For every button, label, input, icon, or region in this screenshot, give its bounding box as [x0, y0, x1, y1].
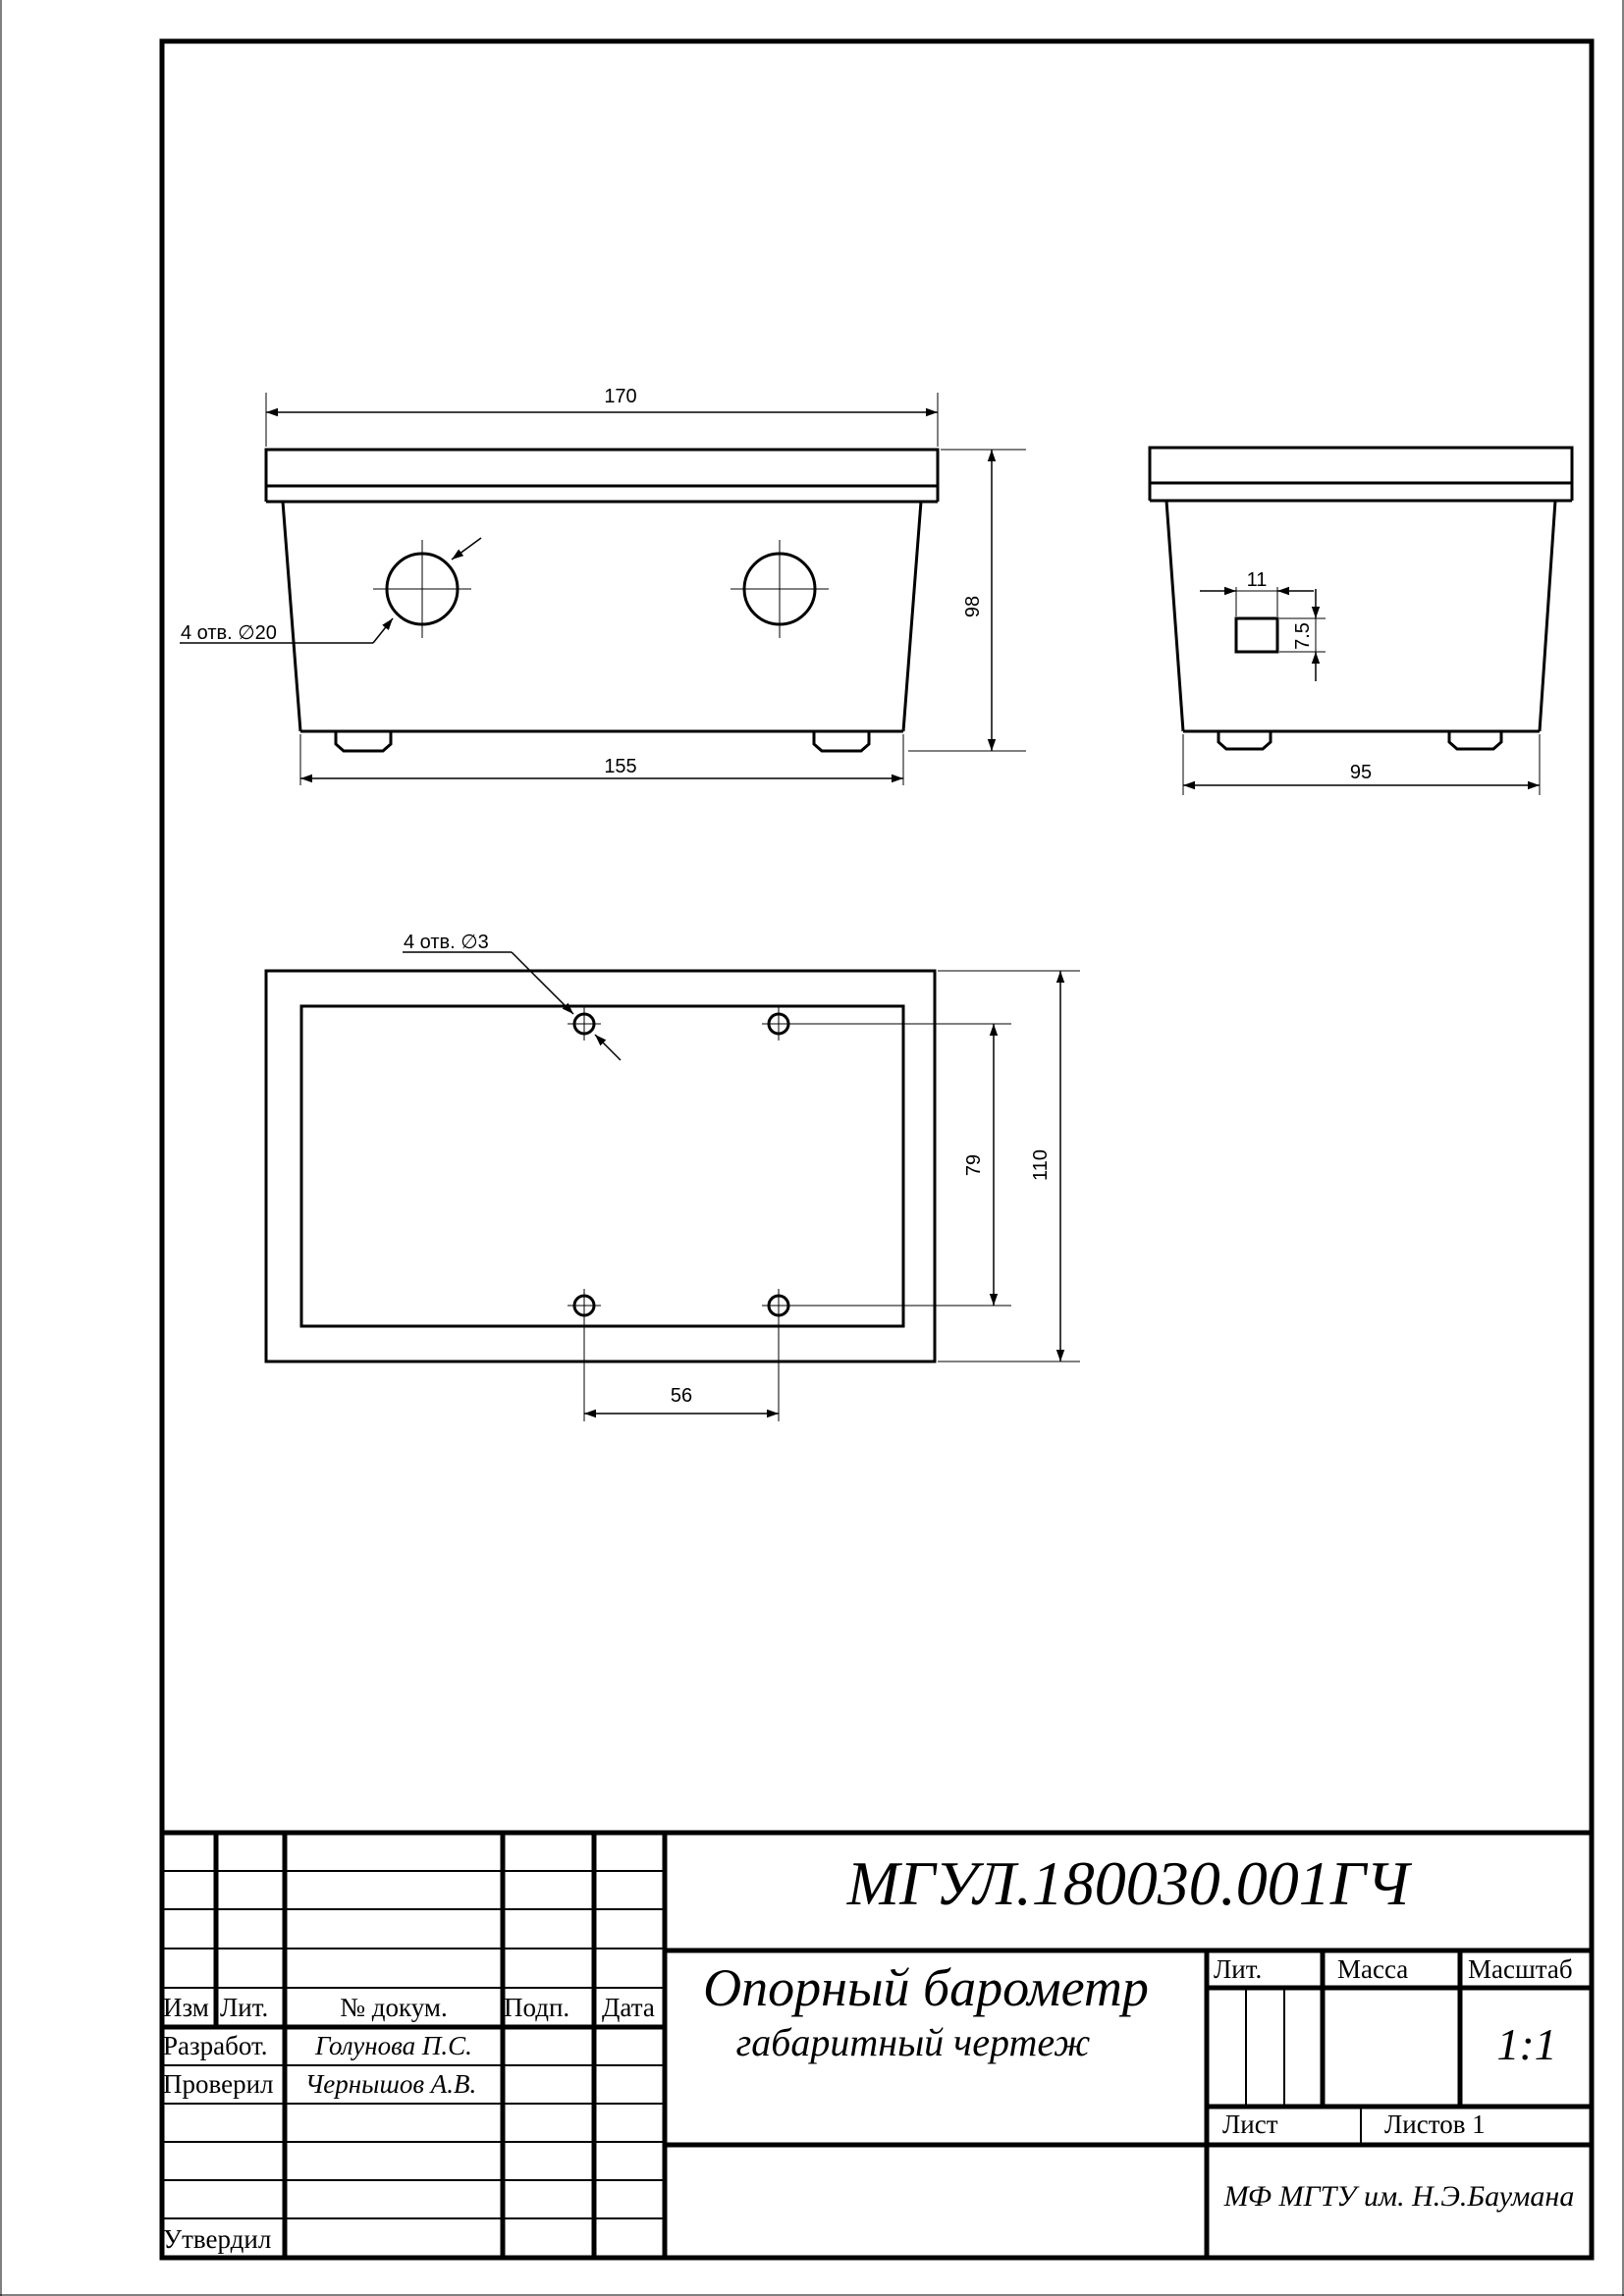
top-hole-note: 4 отв. ∅3: [404, 932, 489, 953]
header-date: Дата: [602, 1993, 655, 2022]
drawing-type: габаритный чертеж: [736, 2020, 1091, 2064]
organization: МФ МГТУ им. Н.Э.Баумана: [1223, 2180, 1575, 2213]
title-block: [162, 1830, 1592, 2258]
top-hole-spacing-vertical-dim: 79: [963, 1154, 985, 1176]
header-izm: Изм: [163, 1993, 209, 2022]
side-width-dim: 95: [1350, 762, 1372, 783]
side-slot-height-dim: 7.5: [1292, 622, 1314, 650]
top-outer-height-dim: 110: [1030, 1149, 1052, 1181]
front-height-dim: 98: [962, 596, 984, 617]
header-sign: Подп.: [504, 1993, 569, 2022]
top-hole-spacing-horizontal-dim: 56: [671, 1385, 692, 1407]
header-doc-no: № докум.: [340, 1993, 447, 2022]
top-view: [264, 951, 1080, 1421]
header-lit: Лит.: [220, 1993, 268, 2022]
scale-label: Масштаб: [1468, 1954, 1573, 1984]
sheets-label: Листов 1: [1384, 2109, 1486, 2139]
front-width-dim: 170: [604, 386, 636, 407]
row-developed-label: Разработ.: [163, 2031, 268, 2060]
front-hole-note: 4 отв. ∅20: [181, 622, 277, 644]
product-name: Опорный барометр: [703, 1958, 1149, 2017]
front-base-dim: 155: [604, 756, 636, 777]
row-approved-label: Утвердил: [163, 2224, 271, 2254]
scale-value: 1:1: [1496, 2019, 1556, 2069]
doc-code: МГУЛ.180030.001ГЧ: [846, 1848, 1413, 1918]
front-view: [180, 393, 1026, 785]
mass-label: Масса: [1337, 1954, 1408, 1984]
lit-label: Лит.: [1214, 1954, 1262, 1984]
side-slot: [1234, 616, 1279, 654]
row-checked-name: Чернышов А.В.: [305, 2069, 477, 2099]
row-developed-name: Голунова П.С.: [314, 2031, 472, 2060]
drawing-frame: [159, 38, 1595, 2261]
side-slot-width-dim: 11: [1247, 569, 1268, 591]
side-view: [1148, 446, 1574, 795]
sheet-label: Лист: [1222, 2109, 1278, 2139]
row-checked-label: Проверил: [163, 2069, 274, 2099]
